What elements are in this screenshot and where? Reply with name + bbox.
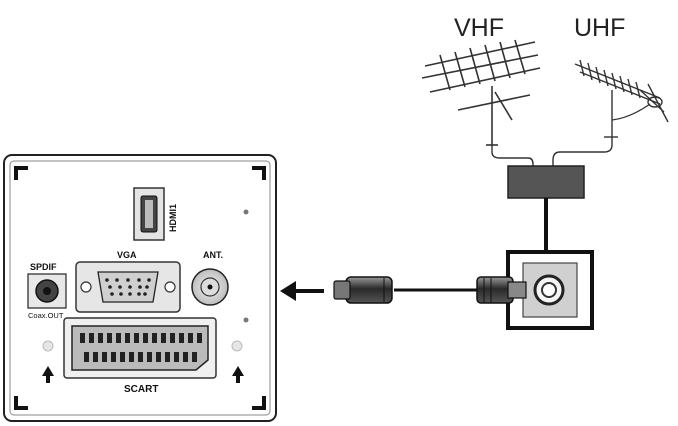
scart-label: SCART — [124, 384, 158, 395]
uhf-antenna-icon — [552, 59, 669, 170]
vga-label: VGA — [117, 250, 137, 260]
up-arrow-icon — [42, 366, 54, 383]
antenna-cable — [333, 276, 527, 304]
vga-port[interactable] — [75, 261, 181, 313]
scart-port[interactable] — [63, 317, 217, 379]
spdif-coax-port[interactable] — [27, 273, 67, 309]
up-arrow-icon — [232, 366, 244, 383]
spdif-label: SPDIF — [30, 262, 57, 272]
vhf-antenna-icon — [421, 39, 541, 170]
antenna-splitter — [507, 165, 585, 199]
vhf-label: VHF — [454, 14, 504, 42]
hdmi-port[interactable] — [133, 187, 165, 241]
wall-antenna-socket — [506, 250, 594, 330]
coax-out-label: Coax.OUT — [28, 311, 64, 320]
hdmi-label: HDMI1 — [168, 204, 178, 232]
uhf-label: UHF — [574, 14, 625, 42]
ant-label: ANT. — [203, 250, 223, 260]
right-indicator — [231, 340, 243, 352]
left-arrow-icon — [280, 281, 324, 301]
antenna-input-port[interactable] — [191, 268, 229, 306]
left-indicator — [42, 340, 54, 352]
